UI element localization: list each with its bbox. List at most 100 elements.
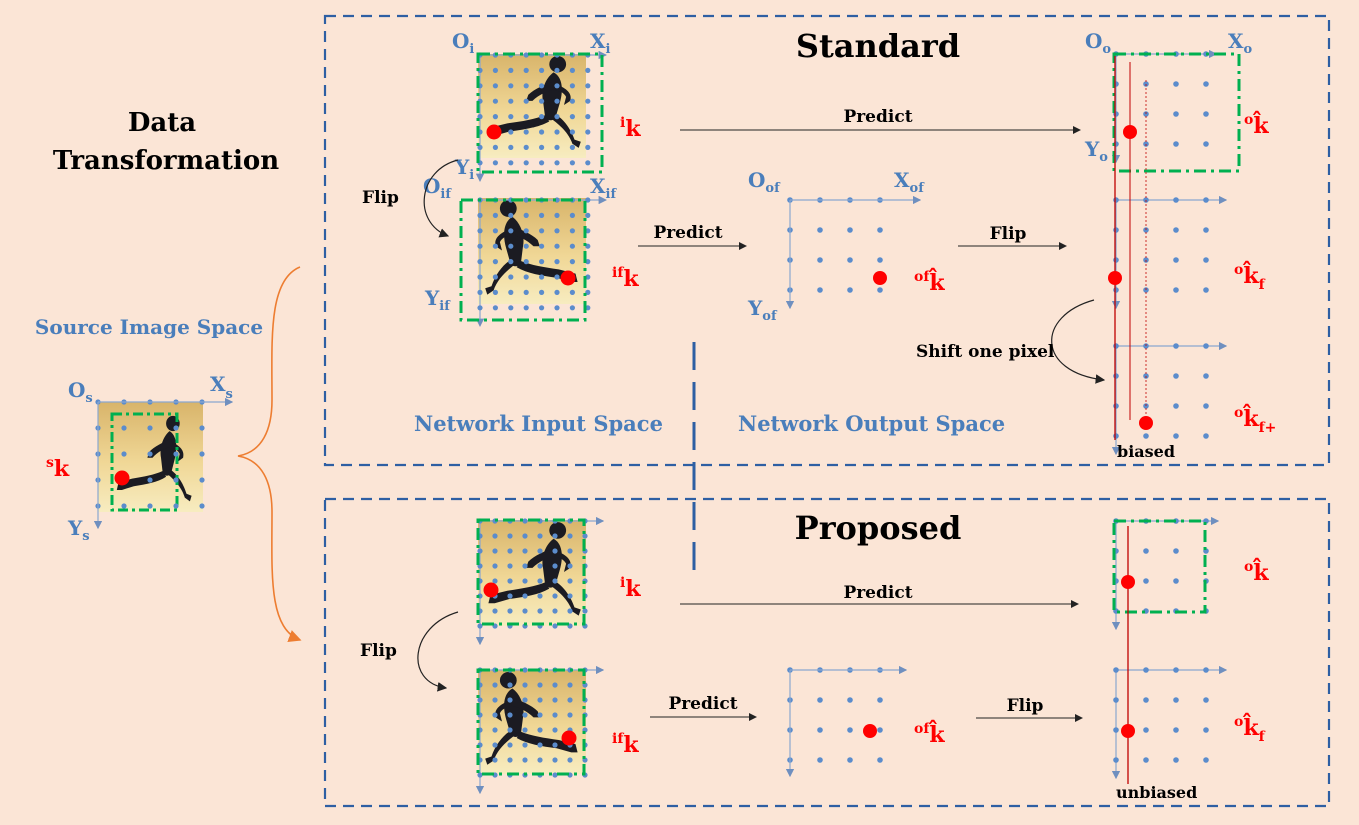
proposed-flip-arrow (417, 611, 459, 692)
grid-dot (522, 563, 528, 569)
proposed-output-crop (1112, 519, 1207, 614)
grid-dot (585, 114, 591, 120)
grid-dot (507, 548, 513, 554)
data-transformation-brace (237, 266, 302, 643)
grid-dot (552, 697, 558, 703)
grid-dot (508, 144, 514, 150)
standard-input-grid (475, 50, 607, 183)
grid-dot (523, 259, 529, 265)
grid-dot (477, 212, 483, 218)
grid-dot (554, 144, 560, 150)
grid-dot (877, 727, 883, 733)
grid-dot (199, 503, 205, 509)
grid-dot (492, 289, 498, 295)
grid-dot (522, 727, 528, 733)
grid-dot (847, 757, 853, 763)
source-y-axis-label: Ys (67, 516, 90, 544)
grid-dot (567, 548, 573, 554)
grid-dot (477, 697, 483, 703)
grid-dot (1113, 433, 1119, 439)
grid-dot (539, 212, 545, 218)
proposed-of-kp-label: ofk̂ (914, 720, 945, 748)
grid-dot (567, 563, 573, 569)
grid-dot (523, 274, 529, 280)
grid-dot (1173, 343, 1179, 349)
grid-dot (1113, 667, 1119, 673)
grid-dot (1113, 373, 1119, 379)
proposed-predict-top-label: Predict (843, 583, 912, 603)
source-keypoint-label: sk (46, 455, 70, 482)
grid-dot (552, 548, 558, 554)
grid-dot (508, 129, 514, 135)
grid-dot (552, 772, 558, 778)
grid-dot (477, 259, 483, 265)
standard-output-kp-label: ok̂ (1244, 111, 1269, 139)
grid-dot (1113, 227, 1119, 233)
grid-dot (1173, 257, 1179, 263)
grid-dot (1173, 578, 1179, 584)
grid-dot (492, 682, 498, 688)
grid-dot (539, 259, 545, 265)
grid-dot (539, 129, 545, 135)
grid-dot (569, 114, 576, 120)
standard-output-keypoint (1123, 125, 1137, 139)
proposed-output-kp-label: ok̂ (1244, 558, 1269, 586)
grid-dot (523, 129, 529, 135)
standard-input-kp-label: ik (620, 115, 641, 142)
standard-of-keypoint (873, 271, 887, 285)
standard-of-kp-label: ofk̂ (914, 268, 945, 296)
grid-dot (477, 548, 483, 554)
grid-dot (1173, 227, 1179, 233)
grid-dot (508, 114, 514, 120)
grid-dot (492, 274, 498, 280)
grid-dot (554, 98, 560, 104)
grid-dot (508, 259, 514, 265)
standard-output-y: Yo (1084, 137, 1108, 165)
grid-dot (585, 144, 591, 150)
grid-dot (522, 608, 528, 614)
grid-dot (523, 83, 529, 89)
grid-dot (539, 289, 545, 295)
standard-flipped-grid (475, 195, 607, 327)
grid-dot (537, 548, 543, 554)
grid-dot (508, 212, 514, 218)
grid-dot (552, 712, 558, 718)
grid-dot (585, 67, 591, 73)
grid-dot (523, 67, 529, 73)
grid-dot (523, 197, 529, 203)
grid-dot (492, 757, 498, 763)
proposed-flip-label: Flip (360, 641, 397, 661)
grid-dot (539, 274, 545, 280)
grid-dot (537, 563, 543, 569)
standard-flipped-y: Yif (424, 286, 451, 314)
grid-dot (508, 98, 514, 104)
standard-input-y: Yi (454, 155, 474, 183)
grid-dot (507, 682, 513, 688)
standard-flip-arrow (423, 159, 459, 238)
standard-shifted-output-keypoint (1139, 416, 1153, 430)
grid-dot (492, 742, 498, 748)
grid-dot (477, 144, 483, 150)
proposed-flip-mid-label: Flip (1007, 696, 1044, 716)
standard-of-origin: Oof (748, 168, 781, 196)
grid-dot (585, 212, 591, 218)
standard-of-x: Xof (894, 168, 925, 196)
network-output-space-label: Network Output Space (738, 411, 1005, 436)
grid-dot (582, 608, 588, 614)
grid-dot (1173, 373, 1179, 379)
grid-dot (569, 129, 576, 135)
grid-dot (492, 578, 498, 584)
grid-dot (539, 83, 545, 89)
grid-dot (554, 305, 560, 311)
grid-dot (817, 697, 823, 703)
grid-dot (1143, 757, 1149, 763)
grid-dot (539, 160, 545, 166)
grid-dot (537, 712, 543, 718)
source-x-axis-label: Xs (210, 372, 233, 402)
grid-dot (477, 289, 483, 295)
standard-output-crop (1112, 52, 1241, 173)
grid-dot (1203, 403, 1209, 409)
shift-arrow (1051, 299, 1106, 384)
grid-dot (492, 305, 498, 311)
